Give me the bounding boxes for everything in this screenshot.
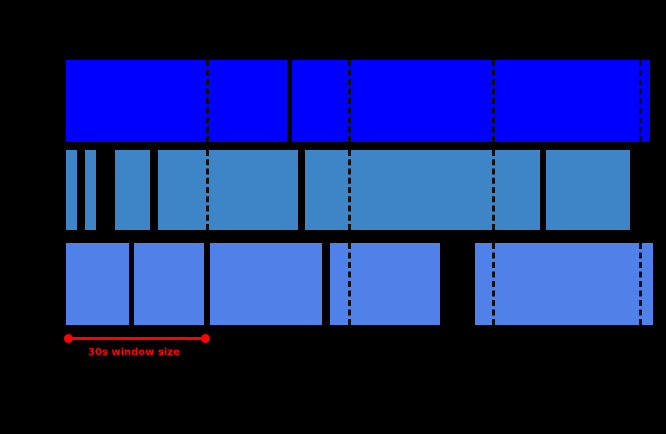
timeline-track-3 bbox=[0, 243, 666, 325]
annotation-start-marker bbox=[64, 334, 73, 343]
bar-segment bbox=[66, 150, 77, 230]
bar-segment bbox=[330, 243, 440, 325]
bar-segment bbox=[305, 150, 540, 230]
bar-segment bbox=[85, 150, 96, 230]
bar-segment bbox=[210, 243, 322, 325]
bar-segment bbox=[66, 60, 287, 142]
annotation-label: 30s window size bbox=[88, 347, 180, 358]
bar-segment bbox=[115, 150, 150, 230]
timeline-track-2 bbox=[0, 150, 666, 230]
timeline-track-1 bbox=[0, 60, 666, 142]
bar-segment bbox=[134, 243, 204, 325]
bar-segment bbox=[475, 243, 653, 325]
bar-segment bbox=[66, 243, 129, 325]
annotation-end-marker bbox=[201, 334, 210, 343]
bar-segment bbox=[292, 60, 650, 142]
bar-segment bbox=[158, 150, 298, 230]
bar-segment bbox=[546, 150, 630, 230]
annotation-measure-line bbox=[68, 337, 206, 340]
